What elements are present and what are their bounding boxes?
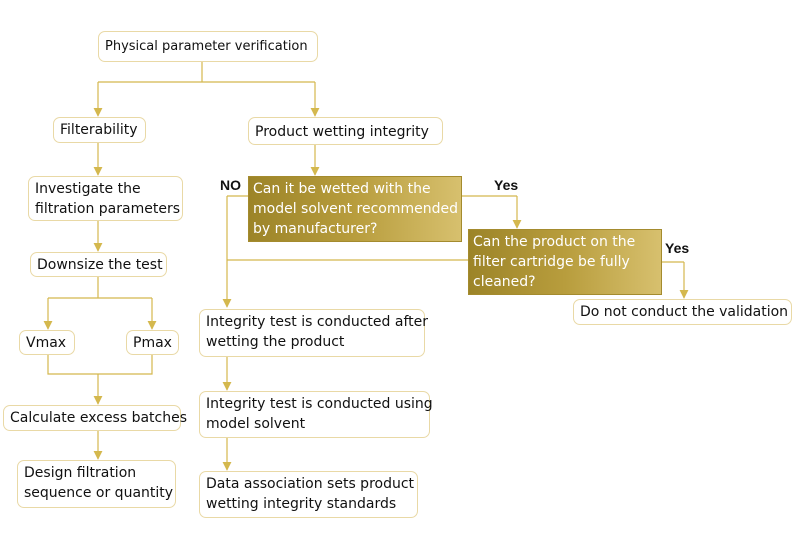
decision-label-line: Can it be wetted with the xyxy=(253,181,431,197)
node-physical-parameter-verification: Physical parameter verification xyxy=(98,31,318,62)
node-label: Product wetting integrity xyxy=(255,124,429,140)
node-label-line: sequence or quantity xyxy=(24,485,174,501)
node-label-line: Data association sets product xyxy=(206,476,415,492)
node-downsize: Downsize the test xyxy=(30,252,167,277)
node-label-line: Investigate the xyxy=(35,181,141,197)
decision-wetted-with-model-solvent: Can it be wetted with the model solvent … xyxy=(248,176,462,242)
label-yes-cleaned: Yes xyxy=(665,240,690,256)
node-calculate-excess-batches: Calculate excess batches xyxy=(3,405,187,431)
node-label-line: model solvent xyxy=(206,416,306,432)
node-investigate: Investigate the filtration parameters xyxy=(28,176,183,221)
node-label-line: wetting the product xyxy=(206,334,345,350)
node-product-wetting-integrity: Product wetting integrity xyxy=(248,117,443,145)
node-label: Do not conduct the validation xyxy=(580,304,789,320)
node-label-line: Integrity test is conducted after xyxy=(206,314,428,330)
node-label-line: wetting integrity standards xyxy=(206,496,397,512)
node-do-not-conduct-validation: Do not conduct the validation xyxy=(573,299,792,325)
node-label: Physical parameter verification xyxy=(105,39,308,54)
label-yes-wetted: Yes xyxy=(494,177,519,193)
node-label-line: Design filtration xyxy=(24,465,137,481)
decision-label-line: filter cartridge be fully xyxy=(473,254,630,270)
node-design-filtration: Design filtration sequence or quantity xyxy=(17,460,176,508)
decision-label-line: model solvent recommended xyxy=(253,201,458,217)
node-integrity-test-model-solvent: Integrity test is conducted using model … xyxy=(199,391,433,438)
node-label-line: Integrity test is conducted using xyxy=(206,396,433,412)
node-integrity-test-after-wetting: Integrity test is conducted after wettin… xyxy=(199,309,428,357)
node-label: Pmax xyxy=(133,335,172,351)
connector-downsize-split xyxy=(48,277,152,299)
decision-label-line: by manufacturer? xyxy=(253,221,378,237)
connector-merge xyxy=(47,355,153,375)
decision-label-line: cleaned? xyxy=(473,274,536,290)
node-label: Vmax xyxy=(26,335,67,351)
node-label: Downsize the test xyxy=(37,257,163,273)
decision-fully-cleaned: Can the product on the filter cartridge … xyxy=(468,229,662,295)
node-data-association: Data association sets product wetting in… xyxy=(199,471,418,518)
node-filterability: Filterability xyxy=(53,117,146,143)
label-no: NO xyxy=(220,177,241,193)
decision-label-line: Can the product on the xyxy=(473,234,636,250)
node-label: Calculate excess batches xyxy=(10,410,188,426)
node-label: Filterability xyxy=(60,122,138,138)
node-vmax: Vmax xyxy=(19,330,75,355)
node-label-line: filtration parameters xyxy=(35,201,181,217)
node-pmax: Pmax xyxy=(126,330,179,355)
